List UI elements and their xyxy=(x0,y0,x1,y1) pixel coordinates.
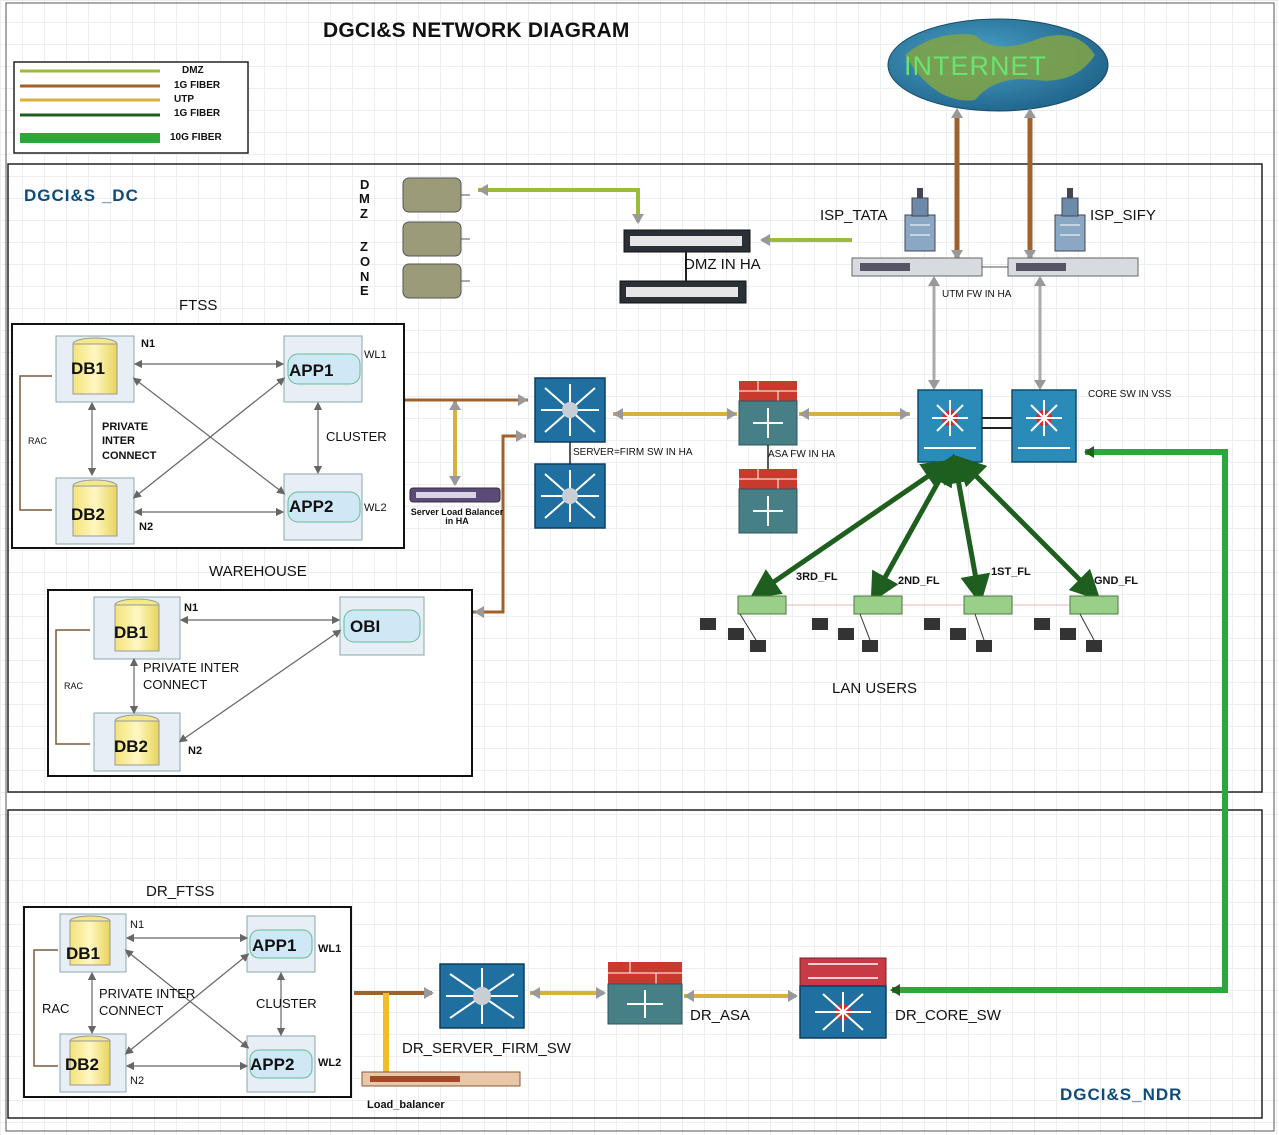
core-floor-links xyxy=(749,453,1101,605)
dr-ftss-app2-label: APP2 xyxy=(250,1055,295,1074)
floor-label-2nd: 2ND_FL xyxy=(898,575,940,587)
dr-ftss-n1-label: N1 xyxy=(130,919,145,931)
asa-fw-label: ASA FW IN HA xyxy=(768,449,836,460)
dr-core-switch xyxy=(799,957,887,1039)
dr-ftss-wl1-label: WL1 xyxy=(318,943,342,955)
server-lb-label: Server Load Balancer in HA xyxy=(410,507,504,526)
dmz-switch-pair xyxy=(619,229,751,304)
floor-label-gnd: GND_FL xyxy=(1094,575,1138,587)
dr-ftss-app1-label: APP1 xyxy=(252,936,297,955)
dc-region-box xyxy=(7,163,1263,793)
utp-core-links xyxy=(613,408,910,420)
dr-load-balancer-label: Load_balancer xyxy=(367,1099,445,1111)
server-load-balancer xyxy=(409,400,501,503)
dmz-zone-letter: M xyxy=(359,191,370,206)
dr-ftss-title: DR_FTSS xyxy=(146,883,215,900)
legend-label-1g-fiber-brown: 1G FIBER xyxy=(174,80,221,91)
dr-ftss-db1-label: DB1 xyxy=(66,944,101,963)
internet-globe xyxy=(887,18,1109,112)
ftss-rac-label: RAC xyxy=(28,436,48,446)
ndr-region-label: DGCI&S_NDR xyxy=(1060,1085,1183,1104)
dr-ftss-wl2-label: WL2 xyxy=(318,1057,342,1069)
warehouse-obi-label: OBI xyxy=(350,617,381,636)
dc-region-label: DGCI&S _DC xyxy=(24,186,139,205)
utm-firewall-pair xyxy=(851,257,1139,277)
ftss-box xyxy=(11,323,405,549)
legend-label-utp: UTP xyxy=(174,94,194,105)
dmz-in-ha-label: DMZ IN HA xyxy=(684,256,761,273)
legend xyxy=(13,61,249,154)
dr-links xyxy=(354,987,798,1072)
ftss-n2-label: N2 xyxy=(139,521,154,533)
isp-tata-building xyxy=(904,188,936,252)
dmz-servers xyxy=(402,177,470,299)
ndr-region-box xyxy=(7,809,1263,1119)
isp-sify-building xyxy=(1054,188,1086,252)
ftss-title: FTSS xyxy=(179,297,218,314)
ftss-wl2-label: WL2 xyxy=(364,502,387,514)
warehouse-private-interconnect-label: PRIVATE INTER CONNECT xyxy=(143,660,240,692)
warehouse-n1-label: N1 xyxy=(184,602,199,614)
server-firm-switch-pair xyxy=(534,377,606,529)
diagram-title: DGCI&S NETWORK DIAGRAM xyxy=(323,19,630,42)
ftss-cluster-label: CLUSTER xyxy=(326,429,387,444)
dr-server-firm-sw-label: DR_SERVER_FIRM_SW xyxy=(402,1040,571,1057)
warehouse-rac-label: RAC xyxy=(64,681,84,691)
ftss-db2-label: DB2 xyxy=(71,505,106,524)
server-firm-sw-label: SERVER=FIRM SW IN HA xyxy=(573,447,693,458)
dc-dr-10g-link xyxy=(890,446,1228,996)
lan-users-label: LAN USERS xyxy=(832,680,918,697)
utm-fw-label: UTM FW IN HA xyxy=(942,289,1012,300)
dr-ftss-db2-label: DB2 xyxy=(65,1055,100,1074)
dr-asa-firewall xyxy=(607,962,683,1025)
warehouse-box xyxy=(47,589,473,777)
dr-core-sw-label: DR_CORE_SW xyxy=(895,1007,1001,1024)
floor-label-3rd: 3RD_FL xyxy=(796,571,838,583)
ftss-db1-label: DB1 xyxy=(71,359,106,378)
isp-sify-label: ISP_SIFY xyxy=(1090,207,1156,224)
ftss-app1-label: APP1 xyxy=(289,361,334,380)
outer-frame xyxy=(5,2,1275,1132)
dr-server-firm-switch xyxy=(439,963,525,1029)
ftss-private-interconnect-label: PRIVATE INTER CONNECT xyxy=(102,421,157,462)
legend-label-10g-fiber: 10G FIBER xyxy=(170,132,222,143)
dmz-zone-letter: O xyxy=(360,254,371,269)
ftss-wl1-label: WL1 xyxy=(364,349,387,361)
floor-label-1st: 1ST_FL xyxy=(991,566,1031,578)
warehouse-db1-label: DB1 xyxy=(114,623,149,642)
dmz-zone-letter: N xyxy=(360,269,370,284)
core-sw-label: CORE SW IN VSS xyxy=(1088,389,1172,400)
dr-ftss-private-interconnect-label: PRIVATE INTER CONNECT xyxy=(99,986,196,1018)
fiber-cluster-links xyxy=(405,394,528,618)
dmz-zone-letter: E xyxy=(360,283,369,298)
dr-ftss-rac-label: RAC xyxy=(42,1001,70,1016)
isp-internet-links xyxy=(951,108,1036,260)
internet-label: INTERNET xyxy=(904,51,1047,81)
legend-label-dmz: DMZ xyxy=(182,65,204,76)
floor-switches xyxy=(737,595,1119,615)
dr-ftss-n2-label: N2 xyxy=(130,1075,145,1087)
core-switch-pair xyxy=(917,389,1077,463)
utm-core-links xyxy=(928,276,1046,390)
warehouse-title: WAREHOUSE xyxy=(209,563,307,580)
legend-label-1g-fiber-green: 1G FIBER xyxy=(174,108,221,119)
dr-ftss-cluster-label: CLUSTER xyxy=(256,996,317,1011)
dmz-zone-letter: D xyxy=(360,177,370,192)
warehouse-n2-label: N2 xyxy=(188,745,203,757)
dmz-links xyxy=(478,184,852,246)
dmz-zone-letter: Z xyxy=(360,239,368,254)
isp-tata-label: ISP_TATA xyxy=(820,207,888,224)
dr-load-balancer xyxy=(361,1071,521,1087)
ftss-app2-label: APP2 xyxy=(289,497,334,516)
dr-ftss-box xyxy=(23,906,352,1098)
lan-user-workstations xyxy=(700,613,1102,652)
dr-asa-label: DR_ASA xyxy=(690,1007,751,1024)
warehouse-db2-label: DB2 xyxy=(114,737,149,756)
ftss-n1-label: N1 xyxy=(141,338,156,350)
dmz-zone-letter: Z xyxy=(360,206,368,221)
